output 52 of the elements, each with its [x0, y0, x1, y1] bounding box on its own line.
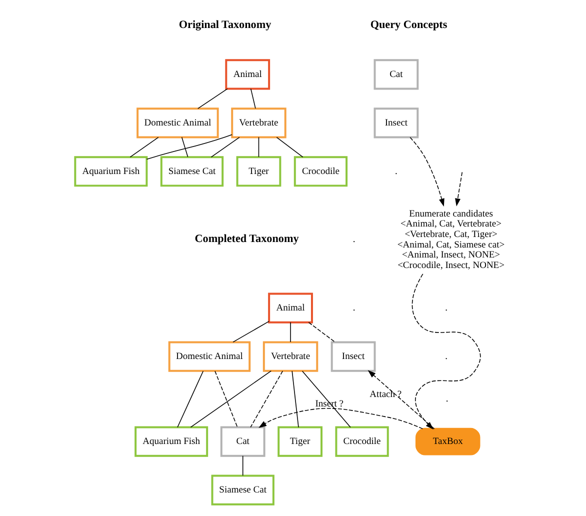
connector [180, 136, 188, 158]
node-box: Domestic Animal [136, 108, 218, 138]
connector [129, 136, 158, 158]
connector [146, 134, 232, 160]
node-box: Animal [268, 292, 312, 324]
node-box: TaxBox [414, 428, 480, 456]
arrow [367, 370, 434, 430]
connector [196, 88, 228, 109]
node-box: Vertebrate [230, 108, 286, 138]
connector [308, 322, 336, 343]
arrow [411, 274, 480, 430]
node-box: Crocodile [334, 426, 388, 457]
connector [250, 88, 256, 109]
label: Original Taxonomy [178, 19, 271, 32]
connector [214, 370, 238, 428]
node-box: Domestic Animal [168, 341, 250, 372]
connector [242, 456, 243, 476]
connector [232, 320, 269, 342]
node-box: Cat [373, 59, 418, 90]
label: . [444, 304, 447, 314]
node-box: Insect [373, 108, 418, 138]
node-box: Aquarium Fish [134, 426, 208, 457]
node-box: Siamese Cat [160, 156, 224, 187]
label: . [352, 304, 355, 314]
label: . [394, 166, 397, 177]
connector [210, 136, 240, 158]
arrow [454, 172, 462, 206]
node-text: Enumerate candidates <Animal, Cat, Vertebrate> <Vertebrate, Cat, Tiger> <Animal, Cat, Siamese cat> <Animal, Insect, NONE> <Crocodile, Insect, NONE> [396, 209, 504, 272]
connector [190, 370, 271, 428]
connector [250, 370, 283, 428]
node-box: Cat [220, 426, 265, 457]
arrow [409, 136, 444, 207]
connector [291, 370, 298, 428]
connector [276, 136, 303, 158]
node-box: Vertebrate [262, 341, 318, 372]
node-box: Tiger [277, 426, 322, 457]
connector [176, 370, 204, 428]
label: . [352, 235, 355, 246]
connector [301, 370, 350, 428]
node-box: Aquarium Fish [74, 156, 148, 187]
label: Query Concepts [370, 19, 447, 32]
label: . [445, 394, 448, 405]
node-box: Animal [224, 59, 270, 90]
arrow [258, 408, 423, 430]
node-box: Tiger [236, 156, 281, 187]
node-box: Insect [330, 341, 376, 372]
edge-label: Attach ? [369, 390, 402, 400]
label: Completed Taxonomy [194, 232, 298, 245]
label: . [444, 352, 447, 362]
node-box: Siamese Cat [210, 474, 274, 506]
connector [258, 136, 259, 158]
node-box: Crocodile [293, 156, 348, 187]
